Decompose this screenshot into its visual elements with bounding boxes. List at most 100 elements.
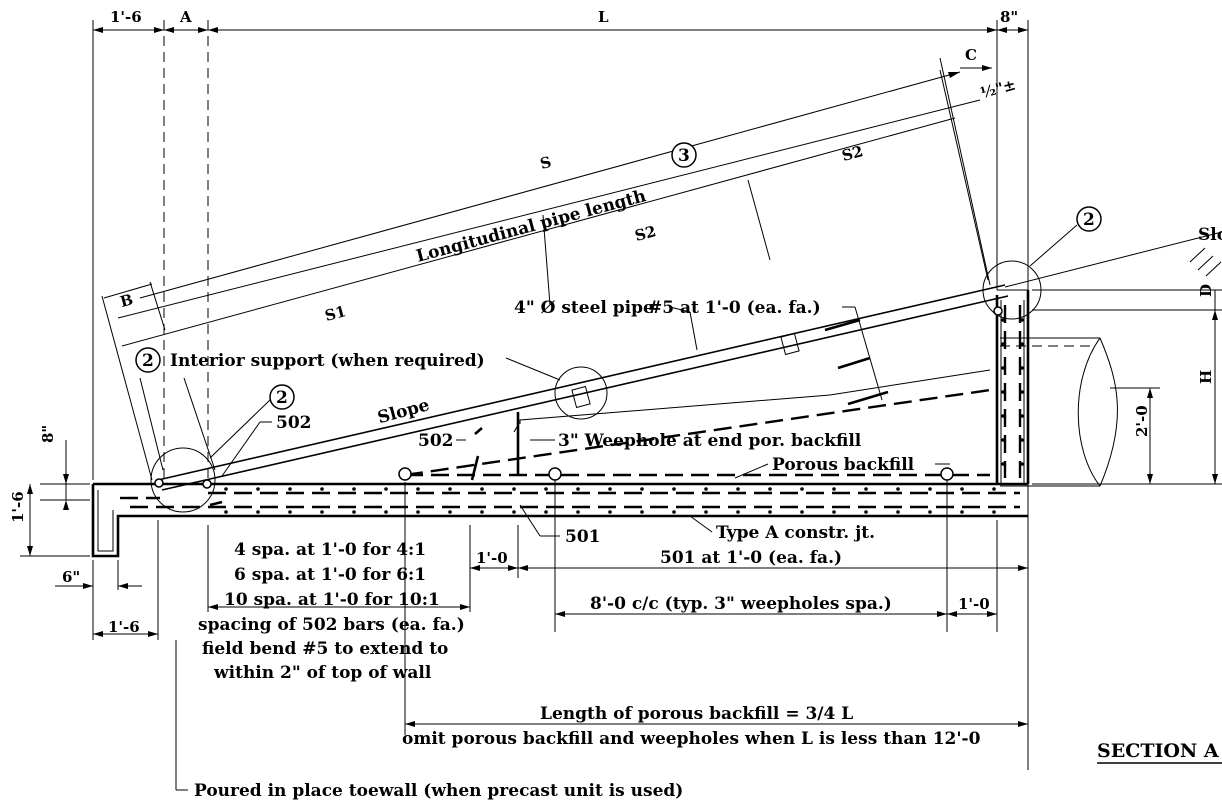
rebar-dot xyxy=(832,487,836,491)
culvert-pipe xyxy=(1000,337,1118,487)
callout-2-circle-bottom xyxy=(269,384,295,410)
rebar-dot xyxy=(416,487,420,491)
bar5-leader-b xyxy=(854,306,883,401)
vertical-wall xyxy=(995,289,1030,484)
rebar-dot xyxy=(480,510,484,514)
label-spa-6: 6 spa. at 1'-0 for 6:1 xyxy=(234,565,426,585)
rebar-dot xyxy=(832,510,836,514)
label-501: 501 xyxy=(565,527,601,547)
label-type-a: Type A constr. jt. xyxy=(716,523,875,543)
label-501-spacing: 501 at 1'-0 (ea. fa.) xyxy=(660,548,842,568)
label-toewall: Poured in place toewall (when precast un… xyxy=(194,781,683,801)
rebar-dot xyxy=(1020,390,1024,394)
wall-rebar-dots xyxy=(1001,318,1024,466)
label-longitudinal-pipe: Longitudinal pipe length xyxy=(414,186,648,267)
rebar-dot xyxy=(224,487,228,491)
interior-support-circle xyxy=(554,366,608,420)
dim-h: H xyxy=(1197,370,1215,384)
label-field-bend: field bend #5 to extend to xyxy=(202,639,448,659)
callout-3: 3 xyxy=(678,146,690,166)
label-502-a: 502 xyxy=(276,413,312,433)
dim-l: L xyxy=(598,8,609,26)
pipe-end-bar-left xyxy=(154,478,164,488)
sloped-dimension-lines xyxy=(101,69,989,481)
dim-1-6-bottom: 1'-6 xyxy=(108,618,140,636)
slab-rebar-dots xyxy=(224,487,996,514)
callout-2-circle-interior xyxy=(135,347,161,373)
label-spa-10: 10 spa. at 1'-0 for 10:1 xyxy=(224,590,440,610)
rebar-dot xyxy=(704,487,708,491)
rebar-dot xyxy=(1001,390,1005,394)
left-dims xyxy=(20,440,159,640)
label-weephole-spacing: 8'-0 c/c (typ. 3" weepholes spa.) xyxy=(590,594,892,614)
rebar-dot xyxy=(1001,318,1005,322)
callout-2-bottom: 2 xyxy=(276,388,288,408)
dim-2-0: 2'-0 xyxy=(1133,405,1151,437)
dim-d: D xyxy=(1197,284,1215,297)
rebar-dot xyxy=(1020,366,1024,370)
dim-c-leader xyxy=(939,57,992,286)
rebar-dot xyxy=(800,510,804,514)
rebar-dot xyxy=(928,487,932,491)
rebar-dot xyxy=(384,487,388,491)
rebar-dot xyxy=(544,510,548,514)
dim-s2-b: S2 xyxy=(840,142,865,165)
rebar-dot xyxy=(960,510,964,514)
callout-3-circle xyxy=(671,142,697,168)
label-within-2: within 2" of top of wall xyxy=(213,663,432,683)
dim-c: C xyxy=(965,46,977,64)
rebar-dot xyxy=(960,487,964,491)
dim-8in-top: 8" xyxy=(1000,8,1018,26)
dim-b: B xyxy=(118,290,135,311)
dim-1-0-a: 1'-0 xyxy=(476,549,508,567)
rebar-dot xyxy=(1020,342,1024,346)
rebar-dot xyxy=(672,487,676,491)
rebar-dot xyxy=(736,487,740,491)
label-502-b: 502 xyxy=(418,431,454,451)
section-title: SECTION A xyxy=(1097,740,1219,762)
rebar-dot xyxy=(512,510,516,514)
rebar-dot xyxy=(672,510,676,514)
dim-1-0-b: 1'-0 xyxy=(958,595,990,613)
rebar-dot xyxy=(800,487,804,491)
rebar-dot xyxy=(736,510,740,514)
label-weephole: 3" Weephole at end por. backfill xyxy=(558,431,862,451)
rebar-dot xyxy=(704,510,708,514)
bar501-leader xyxy=(519,504,541,537)
rebar-dot xyxy=(1001,342,1005,346)
porous-backfill xyxy=(398,369,991,481)
rebar-dot xyxy=(864,510,868,514)
bar502-a-leader xyxy=(221,421,261,477)
rebar-dot xyxy=(448,487,452,491)
label-porous-length: Length of porous backfill = 3/4 L xyxy=(540,704,853,724)
rebar-dot xyxy=(512,487,516,491)
rebar-dot xyxy=(576,487,580,491)
label-steel-pipe: 4" Ø steel pipe xyxy=(514,298,654,318)
rebar-dot xyxy=(1001,414,1005,418)
label-spacing-502: spacing of 502 bars (ea. fa.) xyxy=(198,615,465,635)
steel-pipe-leader-b xyxy=(689,311,698,351)
rebar-dot xyxy=(352,487,356,491)
rebar-dot xyxy=(544,487,548,491)
pipe-end-bar-right xyxy=(993,306,1003,316)
rebar-dot xyxy=(992,487,996,491)
right-dims xyxy=(1032,289,1222,485)
callout-2-bottom-leader xyxy=(209,399,271,459)
label-porous: Porous backfill xyxy=(772,455,915,475)
bar5-dashes xyxy=(824,318,889,406)
rebar-dot xyxy=(288,487,292,491)
label-slope-right: Slo xyxy=(1198,225,1222,245)
rebar-dot xyxy=(608,510,612,514)
rebar-dot xyxy=(768,487,772,491)
rebar-dot xyxy=(256,487,260,491)
interior-callout-leader-b xyxy=(183,377,216,471)
pipe-end-bar-left-2 xyxy=(202,479,212,489)
porous-leader xyxy=(734,463,769,479)
callout-2-circle-top xyxy=(1076,206,1102,232)
rebar-dot xyxy=(1001,462,1005,466)
dim-6in: 6" xyxy=(62,568,80,586)
rebar-dot xyxy=(288,510,292,514)
dim-s1: S1 xyxy=(323,302,348,325)
dim-a: A xyxy=(179,8,192,26)
